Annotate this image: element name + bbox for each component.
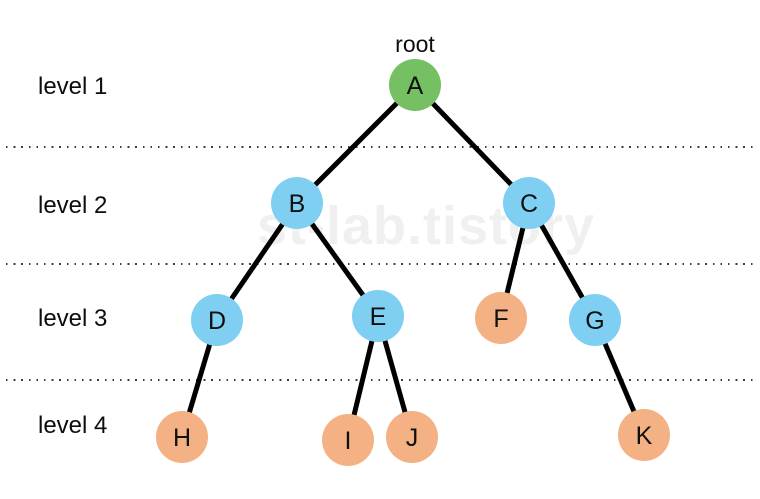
level-label-1: level 1 [38,73,108,100]
tree-node-J: J [386,411,438,463]
tree-node-C: C [503,177,555,229]
tree-node-F: F [475,292,527,344]
tree-node-circle-E [352,290,404,342]
tree-node-label-C: C [520,190,538,218]
tree-node-circle-I [322,414,374,466]
level-label-3: level 3 [38,305,108,332]
level-divider-1 [6,146,754,148]
tree-node-circle-B [271,177,323,229]
tree-node-label-B: B [289,190,306,218]
tree-node-K: K [618,409,670,461]
level-label-4: level 4 [38,412,108,439]
tree-node-label-D: D [208,307,226,335]
tree-node-D: D [191,294,243,346]
tree-node-circle-G [569,294,621,346]
tree-node-I: I [322,414,374,466]
tree-node-circle-H [156,411,208,463]
tree-edge-A-C [413,83,531,205]
tree-node-circle-C [503,177,555,229]
level-label-2: level 2 [38,192,108,219]
tree-node-E: E [352,290,404,342]
tree-node-label-I: I [345,427,352,455]
tree-edge-A-B [295,83,417,205]
tree-node-circle-F [475,292,527,344]
root-annotation-label: root [395,31,435,57]
tree-node-label-A: A [407,72,424,100]
level-divider-2 [6,263,754,265]
tree-node-label-J: J [406,424,419,452]
level-divider-3 [6,379,754,381]
tree-node-label-K: K [636,422,653,450]
tree-node-label-F: F [493,305,508,333]
tree-node-circle-D [191,294,243,346]
tree-node-G: G [569,294,621,346]
tree-node-H: H [156,411,208,463]
tree-node-circle-J [386,411,438,463]
tree-node-A: A [389,59,441,111]
tree-node-label-H: H [173,424,191,452]
tree-node-label-G: G [585,307,604,335]
tree-node-circle-A [389,59,441,111]
tree-node-label-E: E [370,303,387,331]
tree-node-circle-K [618,409,670,461]
tree-node-B: B [271,177,323,229]
